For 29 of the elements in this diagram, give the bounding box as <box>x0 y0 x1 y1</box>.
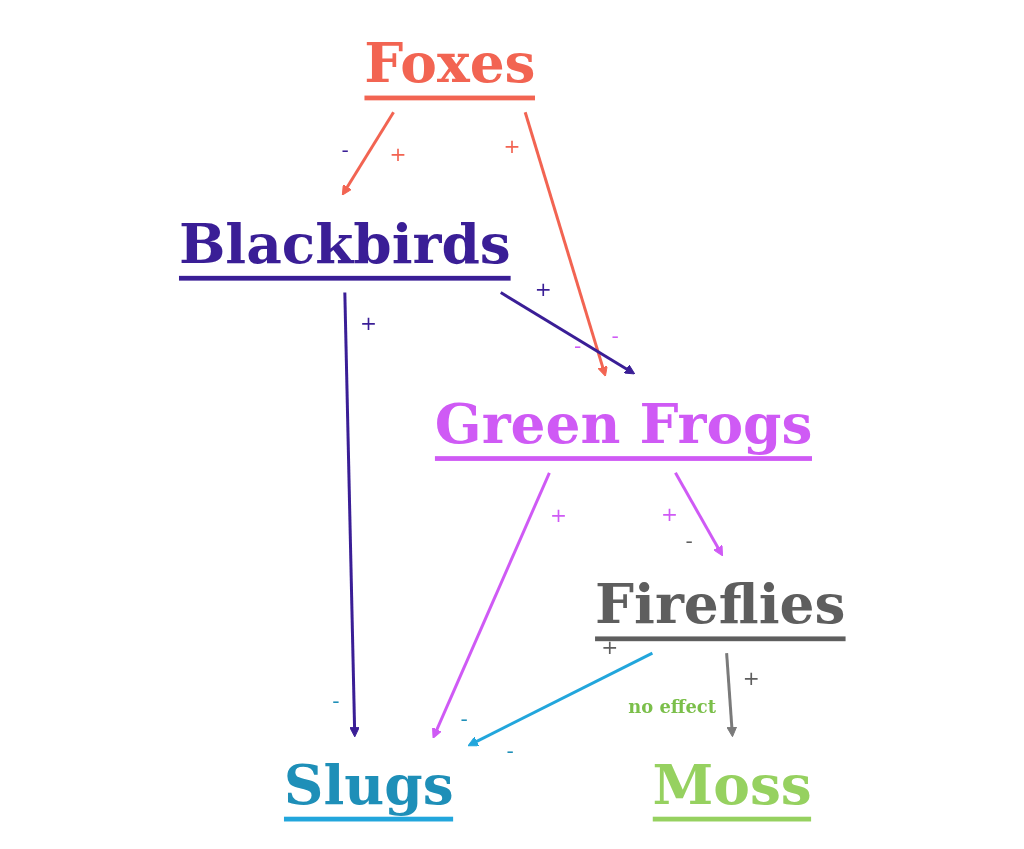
effect-label: + <box>389 142 407 167</box>
effect-label: - <box>332 689 340 714</box>
effect-label: - <box>685 528 693 553</box>
effect-label: - <box>341 138 349 163</box>
node-label: Slugs <box>283 752 454 822</box>
arrow <box>725 653 737 738</box>
effect-label: no effect <box>628 696 716 718</box>
arrow <box>523 111 608 377</box>
node-label: Fireflies <box>594 571 846 642</box>
effect-label: - <box>573 334 582 359</box>
effect-label: + <box>549 503 567 528</box>
arrow <box>341 111 395 196</box>
effect-label: + <box>534 277 552 302</box>
effect-label: + <box>742 666 760 691</box>
effect-label: - <box>506 738 514 763</box>
node-label: Green Frogs <box>434 391 813 461</box>
node-label: Blackbirds <box>178 211 511 281</box>
effect-label: + <box>503 134 521 159</box>
node-label: Foxes <box>364 31 536 101</box>
arrow <box>431 472 551 739</box>
node-label: Moss <box>652 752 812 822</box>
effect-label: - <box>611 324 619 349</box>
effect-label: + <box>359 311 377 336</box>
arrow <box>343 292 360 738</box>
arrow <box>467 651 653 747</box>
effect-label: - <box>460 707 468 732</box>
arrow <box>673 472 723 557</box>
arrow <box>499 291 636 375</box>
effect-label: + <box>660 502 678 527</box>
